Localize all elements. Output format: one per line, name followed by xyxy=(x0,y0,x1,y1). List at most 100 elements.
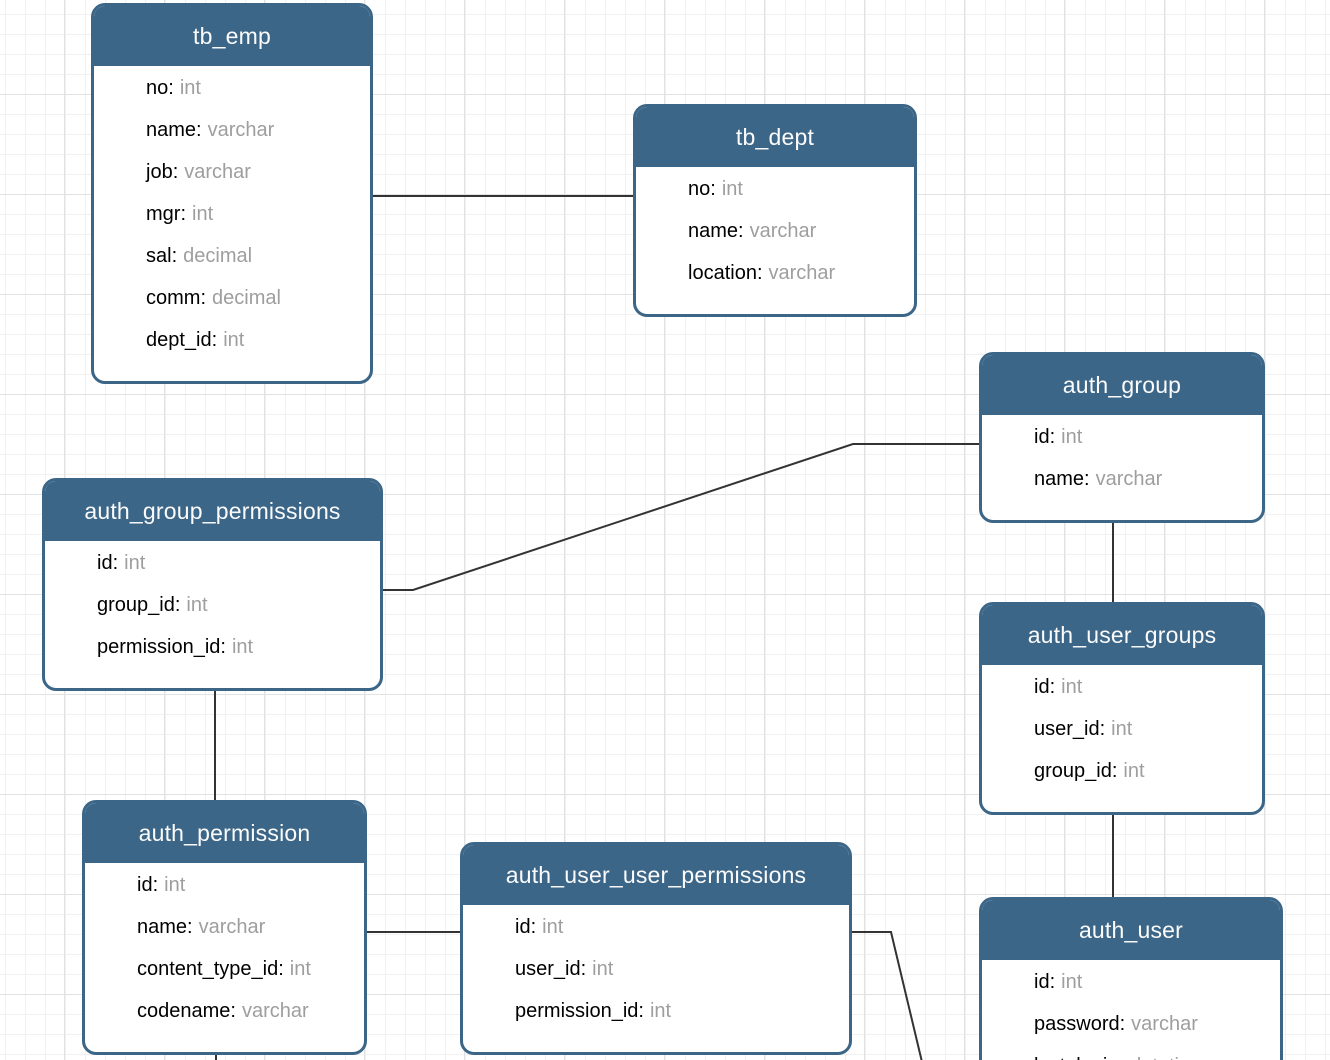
field-row: permission_idint xyxy=(97,626,372,668)
field-type: varchar xyxy=(241,1000,309,1022)
field-name: permission_id xyxy=(97,636,226,658)
field-type: int xyxy=(192,203,214,225)
table-title: auth_group_permissions xyxy=(84,498,341,524)
field-type: decimal xyxy=(183,245,253,267)
table-header-auth_group_permissions[interactable]: auth_group_permissions xyxy=(45,481,380,541)
field-name: id xyxy=(1034,426,1055,448)
field-row: group_idint xyxy=(97,584,372,626)
field-type: varchar xyxy=(184,161,251,183)
field-row: job varchar xyxy=(146,151,362,193)
field-row: codenamevarchar xyxy=(137,990,356,1032)
field-type: varchar xyxy=(749,220,817,242)
field-name: no xyxy=(146,77,174,99)
field-type: int xyxy=(592,958,614,980)
field-name: password xyxy=(1034,1013,1125,1035)
field-name: location xyxy=(688,262,763,284)
field-name: name xyxy=(146,119,202,141)
field-name: id xyxy=(515,916,536,938)
field-name: user_id xyxy=(1034,718,1105,740)
field-type: int xyxy=(1061,971,1083,993)
table-title: auth_user_groups xyxy=(1027,622,1217,648)
field-row: group_id int xyxy=(1034,750,1254,792)
table-auth_user[interactable]: auth_user idint password varchar last_log… xyxy=(979,897,1283,1060)
field-type: int xyxy=(649,1000,672,1022)
field-row: last_login datetime xyxy=(1034,1045,1272,1060)
table-title: auth_group xyxy=(1062,372,1182,398)
table-auth_user_groups[interactable]: auth_user_groups idint user_idint group_… xyxy=(979,602,1265,815)
field-row: idint xyxy=(97,542,372,584)
field-type: varchar xyxy=(1131,1013,1198,1035)
table-header-auth_user_groups[interactable]: auth_user_groups xyxy=(982,605,1262,665)
field-row: commdecimal xyxy=(146,277,362,319)
field-type: int xyxy=(124,552,146,574)
field-row: namevarchar xyxy=(688,210,906,252)
table-fields: noint namevarchar jobvarchar mgrint sald… xyxy=(94,66,370,381)
field-type: varchar xyxy=(207,119,275,141)
table-tb_dept[interactable]: tb_dept noint namevarchar locationvarcha… xyxy=(633,104,917,317)
field-name: job xyxy=(146,161,178,183)
table-tb_emp[interactable]: tb_emp noint namevarchar jobvarchar mgri… xyxy=(91,3,373,384)
table-title: auth_user xyxy=(1078,917,1184,943)
table-title: tb_dept xyxy=(735,124,815,150)
field-name: name xyxy=(688,220,744,242)
table-header-auth_permission[interactable]: auth_permission xyxy=(85,803,364,863)
table-auth_user_user_permissions[interactable]: auth_user_user_permissions idint user_id… xyxy=(460,842,852,1055)
field-row: idint xyxy=(137,864,356,906)
field-type: int xyxy=(179,77,201,99)
field-row: content_type_idint xyxy=(137,948,356,990)
table-header-tb_emp[interactable]: tb_emp xyxy=(94,6,370,66)
field-name: id xyxy=(97,552,118,574)
field-name: codename xyxy=(137,1000,236,1022)
field-name: user_id xyxy=(515,958,586,980)
field-row: namevarchar xyxy=(1034,458,1254,500)
field-type: varchar xyxy=(768,262,836,284)
field-row: idint xyxy=(1034,961,1272,1003)
field-row: namevarchar xyxy=(137,906,356,948)
table-title: tb_emp xyxy=(193,23,271,49)
table-auth_group[interactable]: auth_group idint namevarchar xyxy=(979,352,1265,523)
field-row: dept_id int xyxy=(146,319,362,361)
table-fields: idint namevarchar xyxy=(982,415,1262,520)
field-name: id xyxy=(1034,971,1055,993)
field-row: noint xyxy=(688,168,906,210)
field-type: int xyxy=(1123,760,1145,782)
field-row: idint xyxy=(515,906,841,948)
field-row: locationvarchar xyxy=(688,252,906,294)
field-type: varchar xyxy=(1095,468,1163,490)
field-name: dept_id xyxy=(146,329,217,351)
field-row: password varchar xyxy=(1034,1003,1272,1045)
field-type: int xyxy=(1061,426,1083,448)
table-header-auth_user_user_permissions[interactable]: auth_user_user_permissions xyxy=(463,845,849,905)
relation-auth_user_user_permissions--auth_user xyxy=(852,931,923,1060)
relation-auth_group_permissions--auth_group xyxy=(383,443,979,591)
field-name: no xyxy=(688,178,716,200)
field-type: int xyxy=(289,958,311,980)
field-type: int xyxy=(542,916,564,938)
table-header-auth_group[interactable]: auth_group xyxy=(982,355,1262,415)
field-row: idint xyxy=(1034,666,1254,708)
table-auth_permission[interactable]: auth_permission idint namevarchar conten… xyxy=(82,800,367,1055)
table-fields: idint user_idint permission_idint xyxy=(463,905,849,1052)
table-fields: idint password varchar last_login datetime xyxy=(982,960,1280,1060)
field-row: namevarchar xyxy=(146,109,362,151)
field-type: int xyxy=(1111,718,1133,740)
field-type: int xyxy=(186,594,208,616)
field-name: last_login xyxy=(1034,1055,1124,1060)
field-name: name xyxy=(1034,468,1090,490)
field-name: id xyxy=(137,874,158,896)
field-type: int xyxy=(223,329,245,351)
table-header-tb_dept[interactable]: tb_dept xyxy=(636,107,914,167)
field-name: content_type_id xyxy=(137,958,284,980)
field-row: mgrint xyxy=(146,193,362,235)
table-fields: idint user_idint group_idint xyxy=(982,665,1262,812)
table-header-auth_user[interactable]: auth_user xyxy=(982,900,1280,960)
field-type: decimal xyxy=(212,287,281,309)
table-title: auth_user_user_permissions xyxy=(505,862,807,888)
field-name: id xyxy=(1034,676,1055,698)
field-name: group_id xyxy=(1034,760,1117,782)
table-fields: idint group_idint permission_idint xyxy=(45,541,380,688)
field-type: datetime xyxy=(1130,1055,1207,1060)
table-fields: noint namevarchar locationvarchar xyxy=(636,167,914,314)
table-auth_group_permissions[interactable]: auth_group_permissions idint group_idint… xyxy=(42,478,383,691)
